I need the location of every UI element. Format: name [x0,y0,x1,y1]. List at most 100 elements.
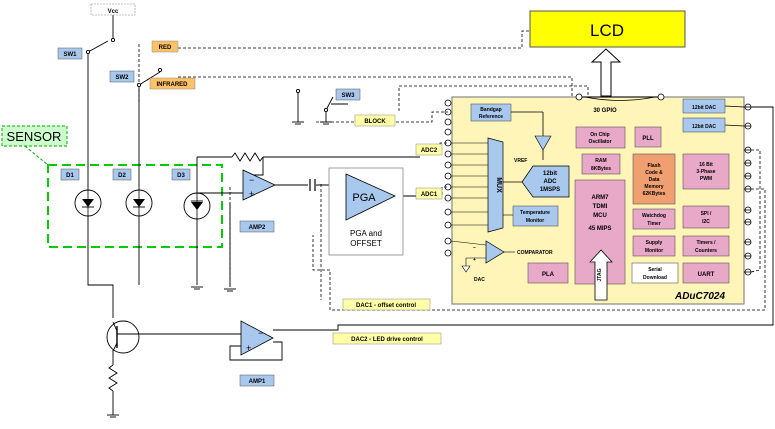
bandgap-label-1: Bandgap [480,107,501,113]
pll-label: PLL [642,136,654,142]
spi-label-2: I2C [702,219,710,225]
bandgap-box [470,103,512,122]
oscillator-label-2: Oscillator [588,139,611,145]
jtag-arrow [589,249,613,301]
spi-label-1: SPI / [701,211,712,217]
bandgap-label-2: Reference [479,114,503,120]
comparator [485,240,505,264]
dac2-label: DAC2 - LED drive control [351,337,423,343]
pga-offset-label-1: PGA and [350,229,382,238]
pwm-label-1: 16 Bit [699,162,713,168]
drive-transistor [106,320,140,354]
d3-label: D3 [177,173,185,179]
flash-label-3: Data [649,177,660,183]
watchdog-box [632,208,676,230]
arm-label-3: MCU [593,213,607,219]
watchdog-label-1: Watchdog [642,213,666,219]
internal-dac-label: DAC [474,277,485,283]
supply-label-1: Supply [646,240,663,246]
sw3-label: SW3 [341,93,355,99]
spi-box [682,205,730,229]
vref-label: VREF [514,158,527,164]
ram-label-1: RAM [595,158,606,164]
infrared-label: INFRARED [157,82,189,88]
vdd-label: Vcc [108,9,119,15]
arm-label-1: ARM7 [591,195,609,201]
temp-label-1: Temperature [520,210,550,216]
serial-label-2: Download [643,275,667,281]
lcd-label: LCD [590,21,624,40]
oscillator-box [575,126,626,149]
adc-label-1: 12bit [543,171,557,177]
d1-label: D1 [66,173,74,179]
arm-label-4: 45 MIPS [588,226,611,232]
pga-label: PGA [352,192,376,204]
amp1-label: AMP1 [249,379,266,385]
amp2-label: AMP2 [249,225,266,231]
coupling-capacitor [309,179,316,191]
mux-block [487,137,504,233]
uart-box [682,262,730,284]
pga-block: PGA PGA and OFFSET [328,167,404,256]
comparator-plus: + [473,257,476,263]
diode-d2: D2 [112,168,153,217]
timers-label-1: Timers / [696,240,716,246]
sensor-label: SENSOR [7,129,62,144]
chip-name: ADuC7024 [674,291,725,302]
lcd-block: LCD [529,10,686,97]
amp2-minus: − [249,175,254,185]
serial-label-1: Serial [648,267,662,273]
diode-d3: D3 [171,168,211,220]
adc1-label: ADC1 [421,192,438,198]
flash-label-1: Flash [647,163,660,169]
sw2-label: SW2 [115,75,129,81]
uart-label: UART [698,272,715,278]
diode-d1: D1 [60,168,102,217]
timers-label-2: Counters [695,248,717,254]
sw1-label: SW1 [63,52,77,58]
adc-label-2: ADC [544,179,558,185]
temp-label-2: Monitor [526,218,544,224]
amp2-opamp: − + [242,169,276,201]
ram-box [581,153,621,175]
pla-label: PLA [542,272,555,278]
vref-buffer [534,135,552,151]
pla-box [527,262,569,284]
pwm-box [682,153,730,190]
comparator-minus: − [473,245,476,251]
gpio-bus: 30 GPIO [575,93,665,114]
flash-box [632,153,676,205]
lcd-box [529,10,686,48]
pwm-label-2: 3-Phase [696,169,715,175]
chip-right-pins [744,103,752,276]
sensor-label-box [1,125,68,147]
chip-left-pins [444,99,452,257]
adc-label-3: 1MSPS [540,187,560,193]
flash-label-4: Memory [644,184,663,190]
ram-label-2: 8KBytes [591,166,611,172]
lcd-bus-arrow [590,48,622,97]
amp1-minus: − [258,328,263,338]
timers-box [682,235,730,257]
gpio-label: 30 GPIO [593,108,617,114]
switch-contacts [85,37,334,113]
sensor-group: SENSOR [1,125,223,248]
pwm-label-3: PWM [700,176,712,182]
red-label: RED [159,45,172,51]
arm-label-2: TDMI [593,204,608,210]
flash-label-5: 62KBytes [643,191,666,197]
watchdog-label-2: Timer [647,221,661,227]
block-label: BLOCK [364,119,386,125]
serial-download-box [631,262,679,284]
amp2-plus: + [249,189,254,199]
temp-monitor-box [512,205,559,227]
mux-inputs [451,142,488,226]
amp1-opamp: − + [240,320,274,356]
chip-right-leads [744,106,751,273]
supply-label-2: Monitor [645,248,663,254]
comparator-label: COMPARATOR [517,250,553,256]
amp1-plus: + [246,343,251,353]
sensor-boundary [47,164,223,248]
